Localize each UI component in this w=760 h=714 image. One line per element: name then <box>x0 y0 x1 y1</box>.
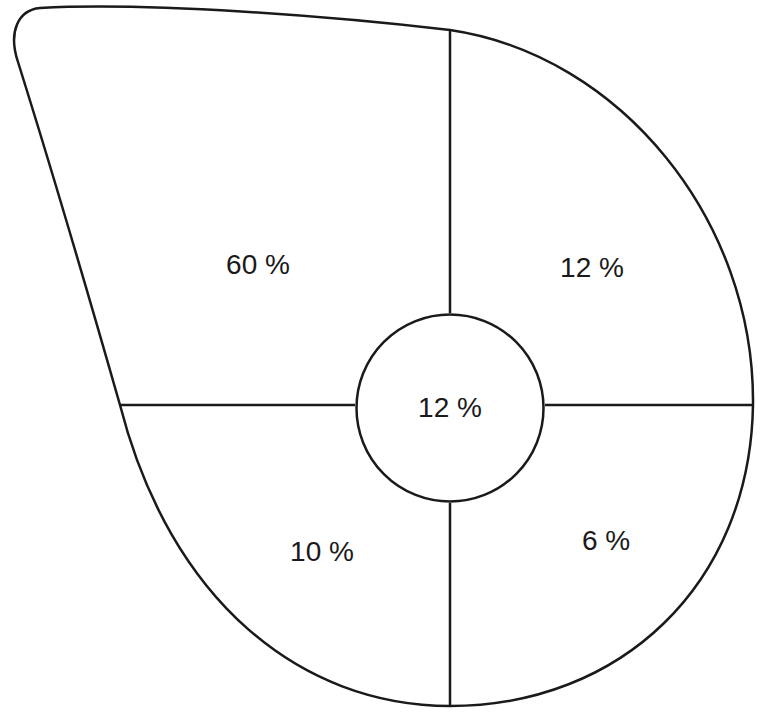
percentage-label: 60 % <box>226 249 290 281</box>
outline-path <box>14 7 753 706</box>
divider-line <box>449 503 452 706</box>
divider-line <box>120 404 355 407</box>
percentage-label: 12 % <box>418 392 482 424</box>
divider-line <box>449 31 452 313</box>
percentage-label: 12 % <box>560 252 624 284</box>
percentage-label: 10 % <box>290 536 354 568</box>
region-circle: 12 % <box>355 313 545 503</box>
circle-shape <box>357 315 544 502</box>
percentage-label: 6 % <box>582 525 630 557</box>
divider-line <box>545 404 752 407</box>
